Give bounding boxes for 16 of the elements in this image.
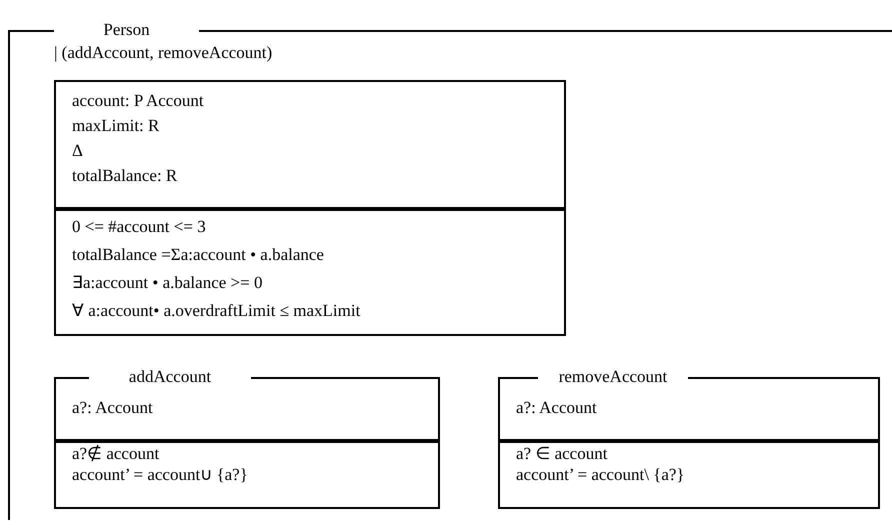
declaration-text: a?: Account [72, 397, 153, 419]
predicate-text: totalBalance =Σa:account • a.balance [72, 244, 324, 266]
declaration-text: totalBalance: R [72, 165, 178, 187]
declaration-text: Δ [72, 140, 83, 162]
predicate-text: a?∉ account [72, 443, 160, 464]
predicate-text: account’ = account∪ {a?} [72, 464, 248, 485]
declaration-text: a?: Account [516, 397, 597, 419]
visibility-list: | (addAccount, removeAccount) [54, 42, 272, 64]
predicate-text: ∃a:account • a.balance >= 0 [72, 272, 262, 294]
predicate-text: account’ = account\ {a?} [516, 464, 685, 485]
predicate-text: ∀ a:account• a.overdraftLimit ≤ maxLimit [72, 300, 360, 322]
predicate-text: 0 <= #account <= 3 [72, 216, 206, 238]
declaration-text: account: P Account [72, 90, 204, 112]
declaration-text: maxLimit: R [72, 115, 160, 137]
predicate-text: a? ∈ account [516, 443, 608, 464]
schema-box [54, 80, 566, 336]
